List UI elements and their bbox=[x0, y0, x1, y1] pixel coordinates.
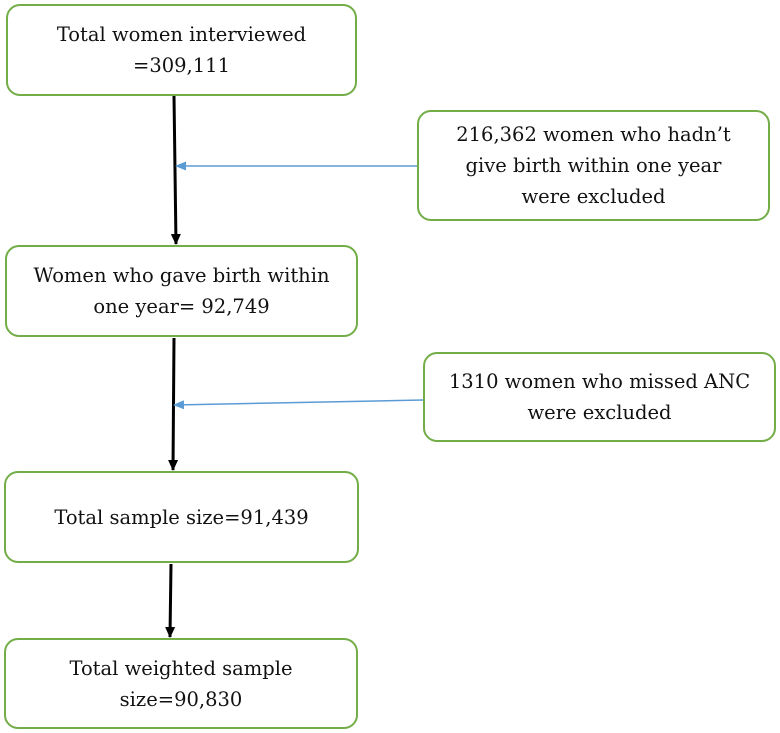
box-text-line: Total women interviewed bbox=[56, 23, 307, 46]
box-text-line: were excluded bbox=[521, 185, 666, 208]
arrow-sample-to-weighted bbox=[165, 563, 176, 638]
box-text-line: Total sample size=91,439 bbox=[54, 505, 309, 529]
weighted-sample-box: Total weighted sample size=90,830 bbox=[4, 638, 358, 729]
total-interviewed-box: Total women interviewed =309,111 bbox=[6, 4, 357, 96]
box-text-line: 216,362 women who hadn’t bbox=[456, 123, 731, 146]
box-text-line: Women who gave birth within bbox=[33, 264, 330, 287]
exclusion-arrow-missed-anc bbox=[173, 399, 424, 410]
exclusion-no-birth-box: 216,362 women who hadn’t give birth with… bbox=[417, 110, 770, 221]
gave-birth-box: Women who gave birth within one year= 92… bbox=[5, 245, 358, 337]
box-text-line: =309,111 bbox=[133, 54, 230, 77]
exclusion-missed-anc-box: 1310 women who missed ANC were excluded bbox=[423, 352, 776, 442]
box-text-line: Total weighted sample bbox=[69, 656, 293, 680]
arrow-interviewed-to-gave-birth bbox=[170, 95, 181, 245]
box-text-line: one year= 92,749 bbox=[93, 295, 270, 318]
box-text-line: size=90,830 bbox=[119, 687, 243, 711]
total-sample-box: Total sample size=91,439 bbox=[4, 471, 359, 563]
box-text-line: give birth within one year bbox=[465, 154, 722, 177]
arrow-gave-birth-to-sample bbox=[168, 337, 179, 471]
box-text-line: 1310 women who missed ANC bbox=[448, 370, 751, 393]
box-text-line: were excluded bbox=[527, 401, 672, 424]
